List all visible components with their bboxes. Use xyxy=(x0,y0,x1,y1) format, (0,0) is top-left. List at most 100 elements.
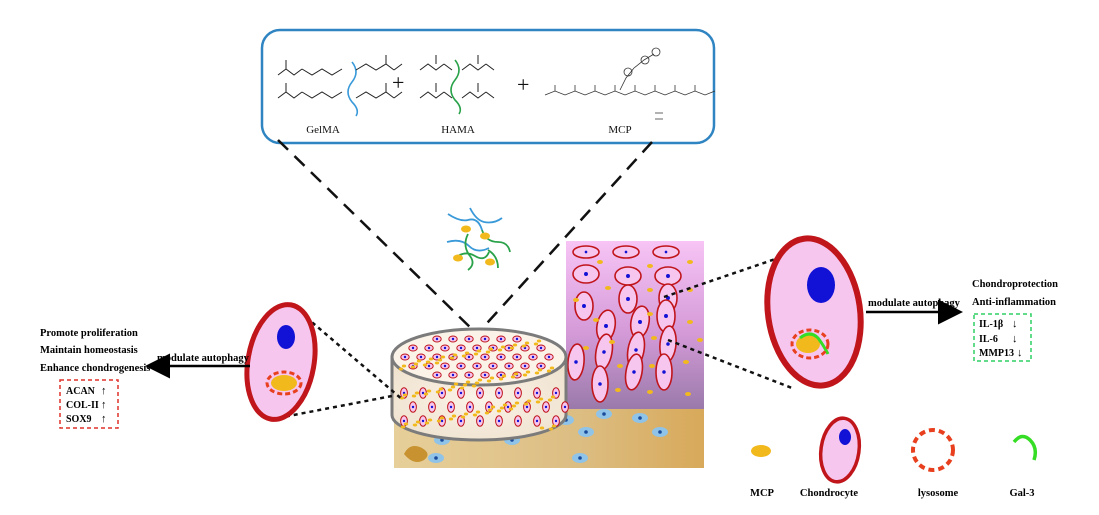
mcp-particle xyxy=(451,414,457,418)
cell-nucleus xyxy=(440,391,444,395)
chondrocyte-cell xyxy=(464,335,474,343)
right-cell-mcp xyxy=(796,335,820,353)
mcp-particle xyxy=(547,398,553,402)
mcp-structure xyxy=(544,47,716,120)
cell-nucleus xyxy=(483,355,487,359)
cell-nucleus xyxy=(491,364,495,368)
chondrocyte-cell xyxy=(496,353,506,361)
chondrocyte-cell xyxy=(514,387,522,399)
mcp-particle xyxy=(551,424,557,428)
mcp-particle xyxy=(472,413,478,417)
cell-nucleus xyxy=(435,337,439,341)
chondrocyte-cell xyxy=(561,401,569,413)
right-cell-gal3 xyxy=(799,332,830,355)
mcp-particle xyxy=(685,392,691,396)
mcp-particle xyxy=(539,426,545,430)
cell-nucleus xyxy=(535,391,539,395)
chondrocyte-cell xyxy=(476,415,484,427)
cell-nucleus xyxy=(624,250,628,254)
mcp-particle xyxy=(510,375,516,379)
mcp-particle xyxy=(573,298,579,302)
cell-nucleus xyxy=(574,360,578,364)
mcp-particle xyxy=(609,340,615,344)
mcp-particle xyxy=(649,364,655,368)
cell-nucleus xyxy=(475,346,479,350)
mcp-particle xyxy=(488,347,494,351)
mcp-particle xyxy=(498,377,504,381)
bone-cell-nucleus xyxy=(602,412,606,416)
cell-nucleus xyxy=(440,419,444,423)
tissue-chondrocytes xyxy=(567,245,682,403)
cell-nucleus xyxy=(451,337,455,341)
cell-nucleus xyxy=(497,391,501,395)
mcp-particle xyxy=(593,318,599,322)
right-arrow-label: modulate autophagy xyxy=(868,298,961,309)
legend-mcp-icon xyxy=(751,445,771,457)
mcp-particle xyxy=(448,417,454,421)
mcp-particle xyxy=(514,401,520,405)
right-marker-3: MMP13 xyxy=(979,348,1014,359)
cell-nucleus xyxy=(435,355,439,359)
left-effects: Promote proliferation Maintain homeostas… xyxy=(40,328,150,374)
cell-nucleus xyxy=(468,405,472,409)
mcp-particle xyxy=(425,360,431,364)
cell-nucleus xyxy=(478,419,482,423)
cell-nucleus xyxy=(459,419,463,423)
chondrocyte-cell xyxy=(480,371,490,379)
chondrocyte-cell xyxy=(512,335,522,343)
mcp-particle xyxy=(687,320,693,324)
mcp-particle xyxy=(428,357,434,361)
mcp-particle xyxy=(617,364,623,368)
left-cell-mcp xyxy=(271,375,297,391)
mcp-particle xyxy=(501,374,507,378)
chondrocyte-cell xyxy=(536,344,546,352)
legend-chondrocyte-icon xyxy=(818,416,862,484)
mcp-particle xyxy=(403,422,409,426)
cell-nucleus xyxy=(478,391,482,395)
mcp-particle xyxy=(415,420,421,424)
mcp-particle xyxy=(465,380,471,384)
cell-nucleus xyxy=(531,355,535,359)
cell-nucleus xyxy=(515,355,519,359)
mcp-particle xyxy=(697,338,703,342)
right-effects: Chondroprotection Anti-inflammation xyxy=(972,279,1058,308)
mcp-particle xyxy=(439,416,445,420)
mcp-particle xyxy=(550,395,556,399)
mcp-particle xyxy=(485,350,491,354)
cell-nucleus xyxy=(563,405,567,409)
chondrocyte-cell xyxy=(591,365,609,403)
left-arrow: modulate autophagy xyxy=(145,353,250,379)
mcp-label: MCP xyxy=(608,124,631,136)
left-marker-arrow-2: ↑ xyxy=(101,399,107,411)
mcp-particle xyxy=(500,345,506,349)
mcp-particle xyxy=(473,352,479,356)
disk-top xyxy=(390,327,568,387)
cell-nucleus xyxy=(483,373,487,377)
right-cell-lysosome xyxy=(790,328,830,360)
mcp-particle xyxy=(549,366,555,370)
cell-nucleus xyxy=(539,364,543,368)
cell-nucleus xyxy=(664,250,668,254)
chondrocyte-cell xyxy=(552,387,560,399)
mcp-particle xyxy=(437,358,443,362)
right-marker-2: IL-6 xyxy=(979,334,998,345)
mcp-particle xyxy=(502,403,508,407)
cell-nucleus xyxy=(483,337,487,341)
mcp-particle xyxy=(400,425,406,429)
mcp-particle xyxy=(687,260,693,264)
mcp-particle xyxy=(499,406,505,410)
mcp-particle xyxy=(511,404,517,408)
chondrocyte-cell xyxy=(464,371,474,379)
bone-cell-nucleus xyxy=(658,430,662,434)
mcp-particle xyxy=(414,391,420,395)
mcp-particle xyxy=(476,349,482,353)
left-marker-3: SOX9 xyxy=(66,414,92,425)
chondrocyte-cell xyxy=(457,387,465,399)
mcp-particle xyxy=(533,342,539,346)
cell-nucleus xyxy=(602,350,606,354)
cell-nucleus xyxy=(632,370,636,374)
mcp-particle xyxy=(537,368,543,372)
right-cell-membrane xyxy=(764,235,864,389)
plus-sign-2: + xyxy=(517,72,529,97)
chondrocyte-cell xyxy=(495,387,503,399)
